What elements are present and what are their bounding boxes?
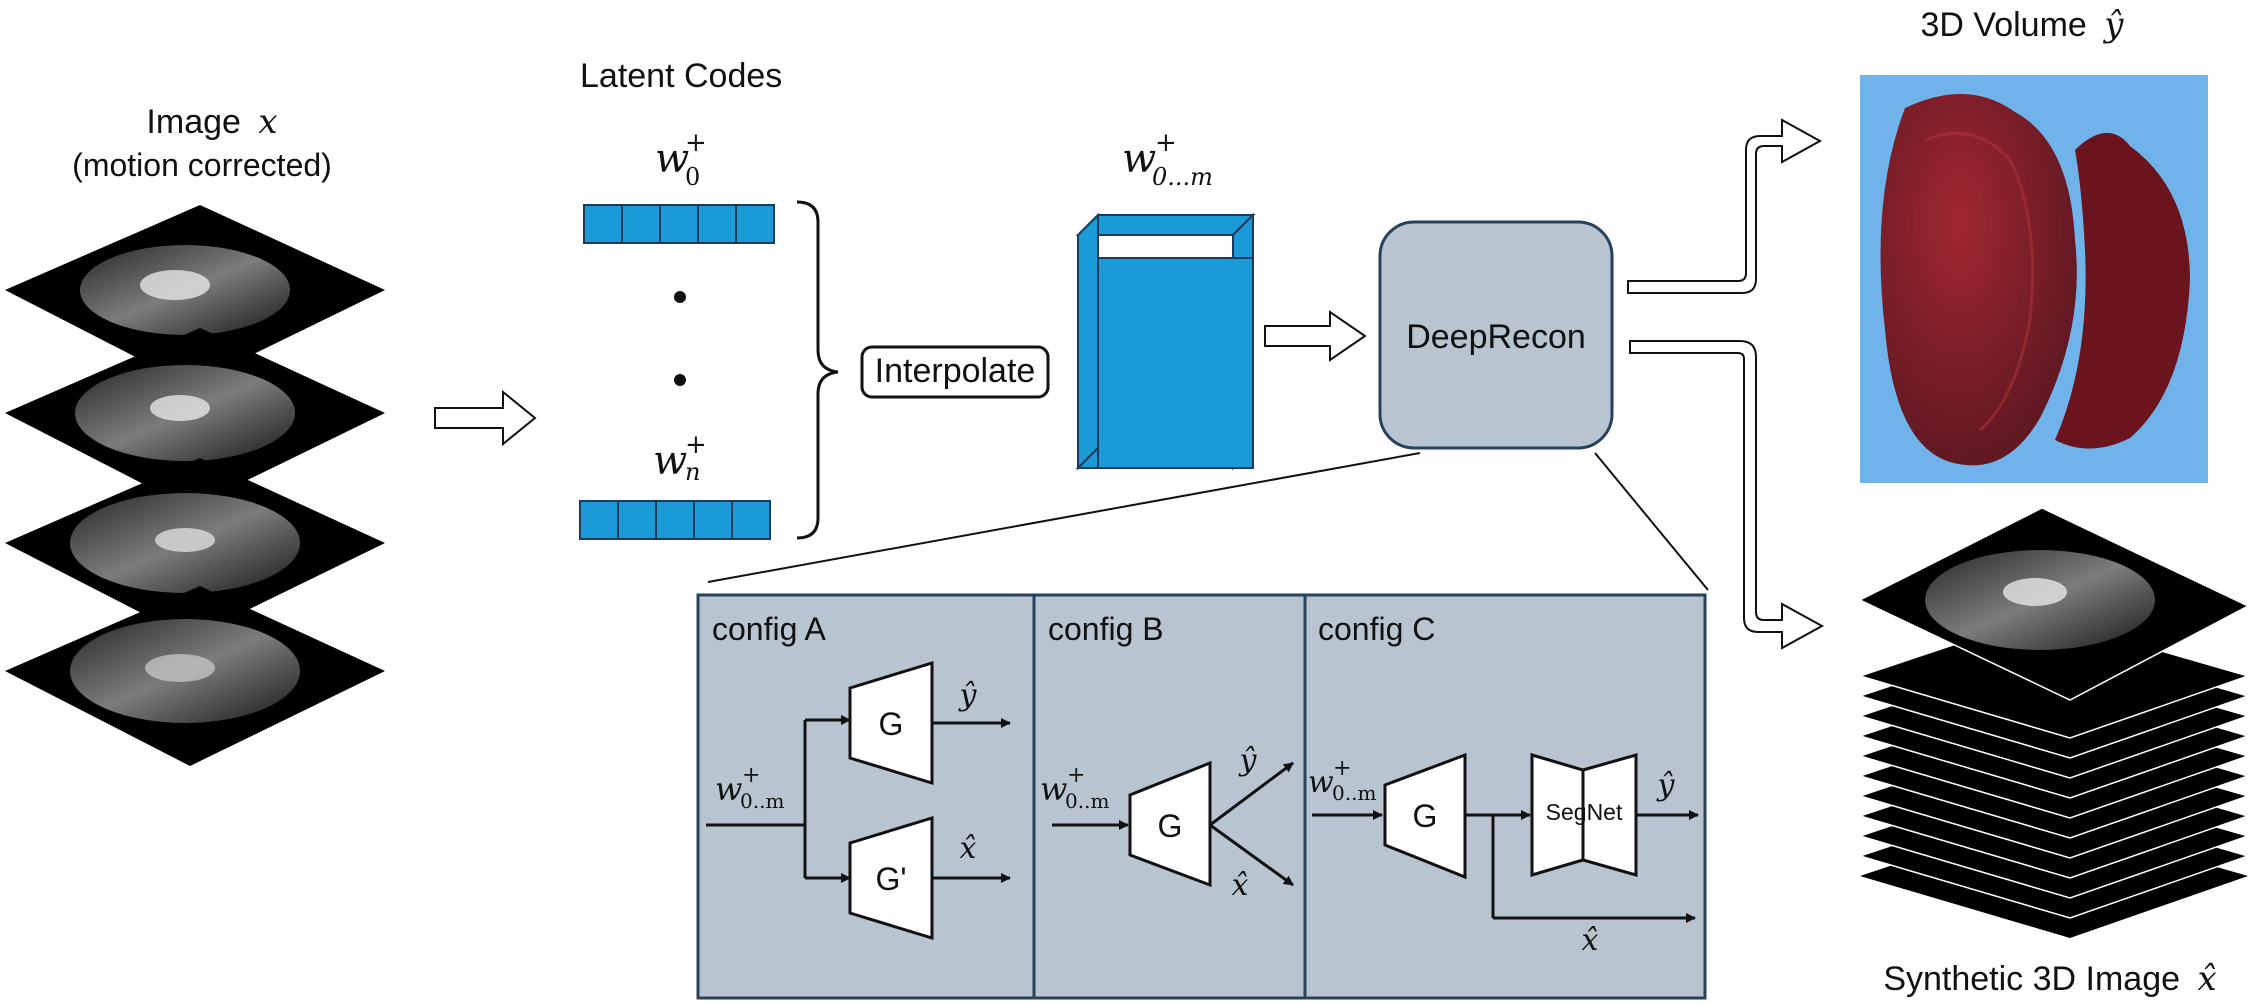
svg-text:w: w xyxy=(1040,770,1067,808)
svg-text:G: G xyxy=(1413,798,1438,834)
svg-text:Image x: Image x xyxy=(146,102,277,142)
mri-slice-2 xyxy=(5,328,385,508)
config-c-segnet: SegNet xyxy=(1530,752,1638,878)
latent-w0-label: w + 0 xyxy=(655,128,707,191)
svg-text:w: w xyxy=(653,438,687,484)
svg-text:w: w xyxy=(655,136,689,182)
svg-text:+: + xyxy=(685,128,707,158)
svg-text:w: w xyxy=(1122,136,1156,182)
interpolate-box: Interpolate xyxy=(860,345,1050,399)
config-c-out-x: x̂ xyxy=(1582,923,1599,958)
config-a-out-y: ŷ xyxy=(958,678,978,713)
svg-text:0: 0 xyxy=(685,163,700,191)
stacked-latent-label: w + 0...m xyxy=(1122,128,1213,191)
svg-text:w: w xyxy=(715,770,742,808)
volume-render xyxy=(1860,75,2208,483)
volume-title-prefix: 3D Volume xyxy=(1921,6,2087,44)
mri-slice-4 xyxy=(5,586,385,766)
svg-text:0..m: 0..m xyxy=(740,789,784,813)
svg-text:0..m: 0..m xyxy=(1065,789,1109,813)
svg-text:+: + xyxy=(742,763,760,788)
config-c-out-y: ŷ xyxy=(1656,768,1676,803)
block-to-deeprecon-arrow xyxy=(1264,310,1367,362)
volume-title-var: ŷ xyxy=(2102,5,2124,45)
input-to-latent-arrow xyxy=(434,389,537,447)
config-b-out-y: ŷ xyxy=(1238,743,1258,778)
svg-text:w: w xyxy=(1308,765,1334,800)
interpolate-label: Interpolate xyxy=(875,352,1036,390)
config-a-generator-g-prime: G' xyxy=(848,815,934,941)
deeprecon-to-synthetic-arrow xyxy=(1629,340,1825,650)
stacked-latent-block xyxy=(1075,212,1256,471)
config-b-title: config B xyxy=(1048,611,1164,647)
latent-title: Latent Codes xyxy=(580,57,782,95)
config-c-title: config C xyxy=(1318,611,1435,647)
ellipsis-dot-1 xyxy=(674,291,686,303)
volume-title: 3D Volume ŷ xyxy=(1921,5,2125,45)
config-b: config B w + 0..m G ŷ x̂ xyxy=(1040,611,1294,903)
svg-text:+: + xyxy=(1067,763,1085,788)
mri-slice-3 xyxy=(5,458,385,638)
config-a: config A w + 0..m G G' ŷ x̂ xyxy=(706,611,1011,941)
svg-text:G: G xyxy=(879,706,904,742)
zoom-line-right xyxy=(1594,452,1709,591)
config-c-input-label: w + 0..m xyxy=(1308,756,1376,805)
config-b-generator-g: G xyxy=(1128,760,1212,888)
config-b-input-label: w + 0..m xyxy=(1040,763,1109,813)
deeprecon-to-volume-arrow xyxy=(1627,118,1823,294)
svg-text:SegNet: SegNet xyxy=(1546,799,1623,825)
config-a-generator-g: G xyxy=(848,660,934,786)
zoom-line-left xyxy=(707,452,1421,583)
input-title: Image x (motion corrected) xyxy=(72,102,332,183)
config-a-out-x: x̂ xyxy=(960,831,977,866)
config-a-input-label: w + 0..m xyxy=(715,763,784,813)
synthetic-title-var: x̂ xyxy=(2197,959,2216,999)
svg-text:n: n xyxy=(685,458,700,486)
latent-code-vector-first xyxy=(583,204,775,244)
deeprecon-box: DeepRecon xyxy=(1378,220,1614,450)
config-b-out-x: x̂ xyxy=(1232,868,1249,903)
svg-text:Synthetic 3D Image x̂: Synthetic 3D Image x̂ xyxy=(1883,959,2216,999)
svg-text:+: + xyxy=(685,430,707,460)
latent-wn-label: w + n xyxy=(653,430,707,486)
config-c-generator-g: G xyxy=(1383,752,1467,880)
input-title-prefix: Image xyxy=(146,103,241,141)
config-c: config C w + 0..m G SegNet ŷ x̂ xyxy=(1308,611,1699,958)
svg-text:3D Volume ŷ: 3D Volume ŷ xyxy=(1921,5,2125,45)
synthetic-title-prefix: Synthetic 3D Image xyxy=(1883,960,2180,998)
svg-text:+: + xyxy=(1333,756,1351,781)
latent-brace xyxy=(796,200,839,540)
ellipsis-dot-2 xyxy=(674,374,686,386)
input-subtitle: (motion corrected) xyxy=(72,147,332,183)
svg-text:+: + xyxy=(1155,128,1177,158)
svg-text:G: G xyxy=(1158,808,1183,844)
svg-text:G': G' xyxy=(876,861,907,897)
input-title-var: x xyxy=(258,102,277,142)
synthetic-image-stack xyxy=(1857,507,2251,938)
deeprecon-label: DeepRecon xyxy=(1406,318,1586,356)
input-image-stack xyxy=(5,205,385,766)
latent-code-vector-last xyxy=(579,500,771,540)
config-a-title: config A xyxy=(712,611,827,647)
mri-slice-1 xyxy=(5,205,385,385)
svg-text:0..m: 0..m xyxy=(1332,781,1376,805)
synthetic-title: Synthetic 3D Image x̂ xyxy=(1883,959,2216,999)
svg-text:0...m: 0...m xyxy=(1152,163,1213,191)
